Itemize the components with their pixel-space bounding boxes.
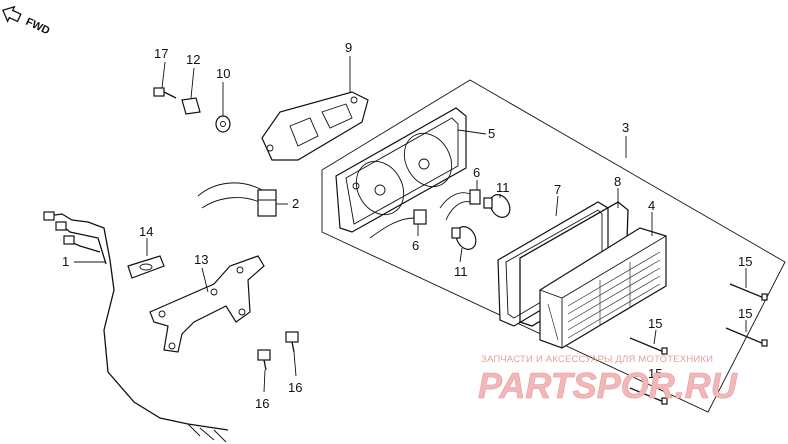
callout-7: 7 — [554, 182, 561, 197]
callout-15-d: 15 — [648, 366, 662, 381]
part-12-grommet — [181, 97, 201, 115]
callout-1: 1 — [62, 254, 69, 269]
part-11-bulb-lower — [445, 201, 477, 250]
part-2-connector — [197, 182, 277, 217]
part-15-screw-2 — [725, 327, 768, 347]
fwd-arrow-icon — [1, 5, 22, 23]
fwd-label: FWD — [24, 16, 52, 37]
part-9-gasket — [261, 91, 369, 161]
part-15-screw-3 — [629, 337, 668, 355]
part-4-lens — [539, 227, 667, 349]
callout-4: 4 — [648, 198, 655, 213]
callout-15-a: 15 — [738, 254, 752, 269]
callout-8: 8 — [614, 174, 621, 189]
callout-10: 10 — [216, 66, 230, 81]
part-14-plate — [127, 255, 165, 279]
callout-6-upper: 6 — [473, 165, 480, 180]
callout-11-upper: 11 — [496, 180, 510, 195]
callout-9: 9 — [345, 40, 352, 55]
callout-14: 14 — [139, 224, 153, 239]
part-1-wire-harness — [43, 211, 229, 443]
callout-6-lower: 6 — [412, 238, 419, 253]
part-6-socket-upper — [439, 189, 481, 209]
callout-17: 17 — [154, 46, 168, 61]
part-6-socket-lower — [369, 209, 427, 239]
part-16-screw-a — [257, 349, 271, 371]
callout-5: 5 — [488, 126, 495, 141]
part-15-screw-1 — [729, 283, 768, 301]
watermark-caption: ЗАПЧАСТИ И АКСЕССУАРЫ ДЛЯ МОТОТЕХНИКИ — [481, 354, 713, 365]
part-13-bracket — [149, 255, 265, 353]
part-15-screw-4 — [629, 387, 668, 405]
callout-11-lower: 11 — [454, 264, 468, 279]
callout-12: 12 — [186, 52, 200, 67]
callout-3: 3 — [622, 120, 629, 135]
part-5-lamp-housing — [335, 107, 467, 233]
part-11-bulb-upper — [483, 194, 511, 218]
callout-13: 13 — [194, 252, 208, 267]
callout-16-a: 16 — [255, 396, 269, 411]
part-17-bolt — [153, 87, 177, 99]
part-16-screw-b — [285, 331, 299, 353]
callout-2: 2 — [292, 196, 299, 211]
callout-15-b: 15 — [738, 306, 752, 321]
leader-lines — [74, 56, 747, 395]
callout-15-c: 15 — [648, 316, 662, 331]
part-10-washer — [215, 115, 231, 133]
callout-16-b: 16 — [288, 380, 302, 395]
watermark-logo: PARTSPOR.RU — [478, 365, 738, 406]
